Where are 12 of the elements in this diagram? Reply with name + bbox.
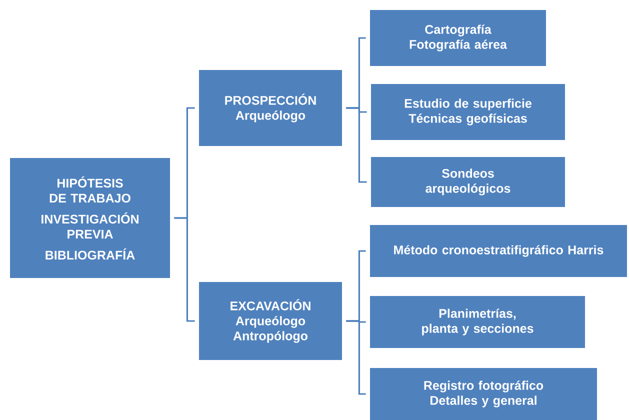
bracket-connector	[346, 320, 366, 395]
process-box: Registro fotográfico Detalles y general	[370, 368, 597, 420]
process-box: Cartografía Fotografía aérea	[370, 10, 546, 66]
process-box: EXCAVACIÓN Arqueólogo Antropólogo	[199, 282, 342, 360]
process-box: Sondeos arqueológicos	[371, 157, 565, 207]
process-box: PROSPECCIÓN Arqueólogo	[199, 70, 342, 146]
process-box: HIPÓTESIS DE TRABAJO INVESTIGACIÓN PREVIA BIBLIOGRAFÍA	[10, 158, 170, 278]
bracket-connector	[174, 217, 195, 322]
bracket-connector	[346, 107, 367, 183]
process-box: Planimetrías, planta y secciones	[370, 296, 585, 348]
process-box: Estudio de superficie Técnicas geofísicas	[371, 84, 565, 140]
process-box: Método cronoestratifigráfico Harris	[370, 225, 627, 277]
